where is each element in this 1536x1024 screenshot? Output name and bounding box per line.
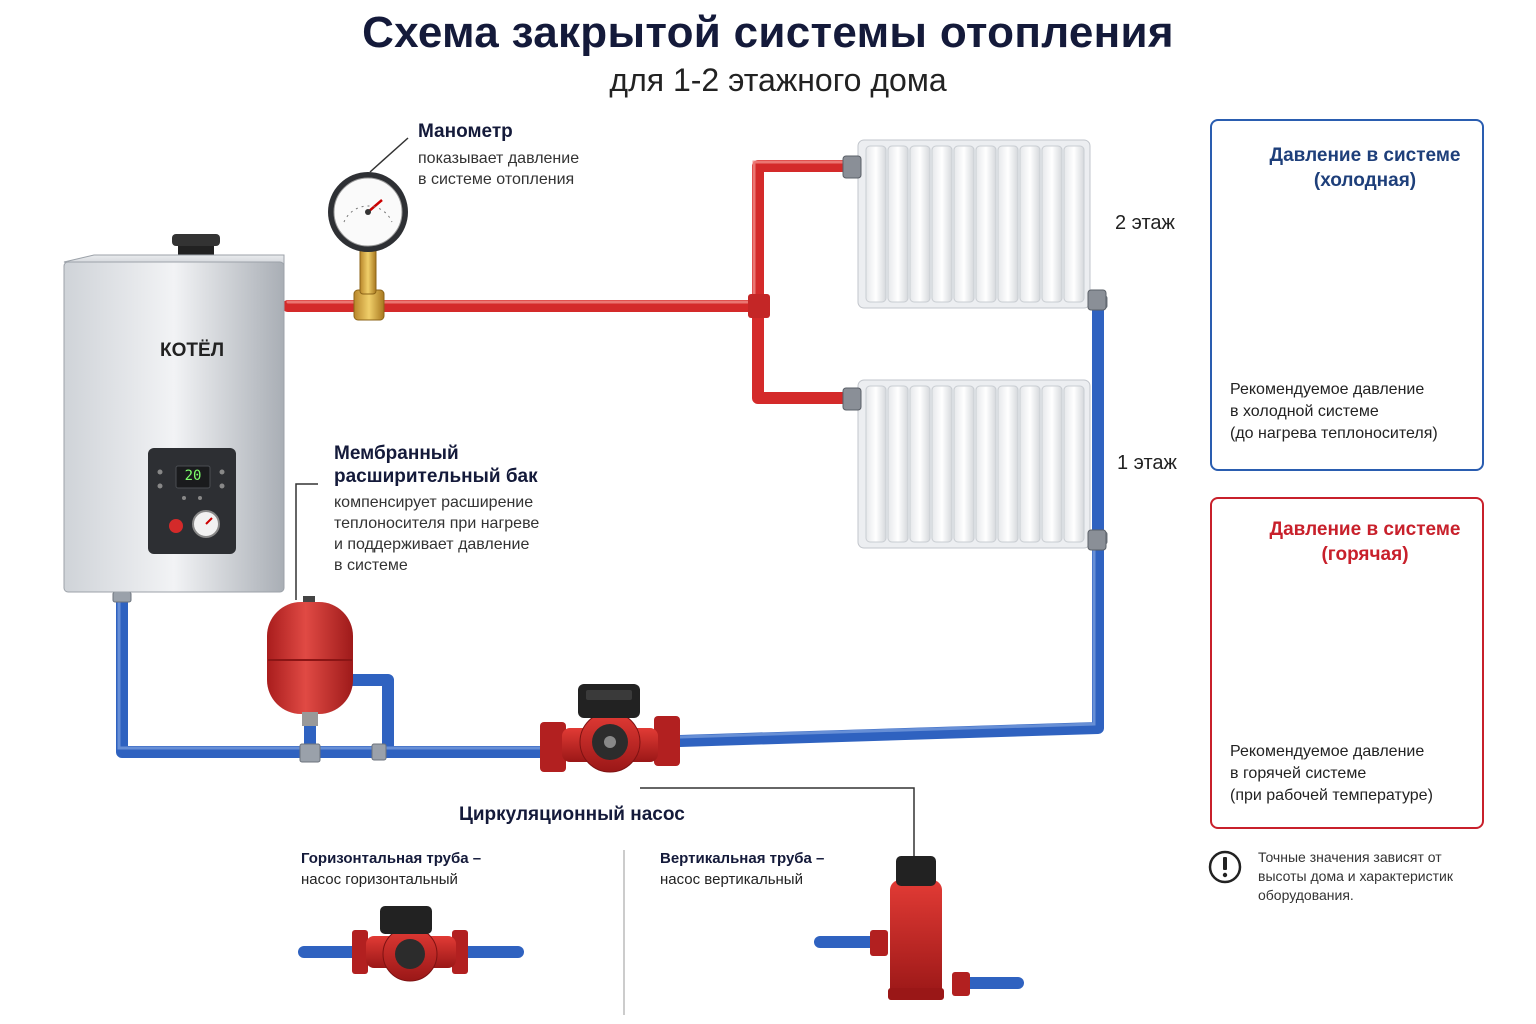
tee-fitting	[748, 294, 770, 318]
radiator-valves	[842, 155, 1107, 551]
hot-pressure-panel: Давление в системе (горячая) 1,5 – 2,0 б…	[1210, 497, 1484, 829]
manometer-desc: показывает давление в системе отопления	[418, 150, 580, 188]
hot-panel-title: Давление в системе (горячая)	[1269, 519, 1461, 565]
manometer	[328, 172, 408, 321]
boiler-label: КОТЁЛ	[160, 340, 225, 361]
boiler	[63, 234, 285, 593]
cold-pressure-value: 1,0 – 1,5 бар	[1331, 246, 1425, 303]
horizontal-pump	[352, 906, 468, 982]
radiator-second-floor	[857, 139, 1091, 309]
pump-leader	[640, 787, 915, 858]
tank-leader	[295, 483, 318, 600]
pump-title: Циркуляционный насос	[459, 804, 685, 825]
return-pipes	[116, 294, 1104, 989]
floor-first-label: 1 этаж	[1117, 452, 1177, 474]
tank-title: Мембранный расширительный бак	[334, 443, 538, 487]
cold-pressure-panel: Давление в системе (холодная) 1,0 – 1,5 …	[1210, 119, 1484, 471]
tank-desc: компенсирует расширение теплоносителя пр…	[334, 494, 540, 574]
page-subtitle: для 1-2 этажного дома	[609, 62, 947, 98]
horizontal-caption: Горизонтальная труба – насос горизонталь…	[301, 850, 482, 888]
hot-panel-desc: Рекомендуемое давление в горячей системе…	[1230, 743, 1433, 804]
circulation-pump	[540, 684, 680, 773]
vertical-caption: Вертикальная труба – насос вертикальный	[660, 850, 825, 888]
hot-pressure-value: 1,5 – 2,0 бар	[1329, 638, 1423, 695]
cold-panel-title: Давление в системе (холодная)	[1269, 145, 1461, 191]
manometer-title: Манометр	[418, 121, 513, 142]
boiler-display: 20	[184, 468, 202, 484]
radiator-first-floor	[857, 379, 1091, 549]
page-title: Схема закрытой системы отопления	[362, 8, 1174, 57]
cold-panel-desc: Рекомендуемое давление в холодной систем…	[1230, 381, 1438, 442]
expansion-tank	[267, 596, 353, 726]
footnote: Точные значения зависят от высоты дома и…	[1258, 849, 1453, 903]
floor-second-label: 2 этаж	[1115, 212, 1175, 234]
vertical-pump	[870, 856, 970, 1000]
warning-icon	[1208, 850, 1242, 884]
manometer-leader	[369, 137, 409, 173]
